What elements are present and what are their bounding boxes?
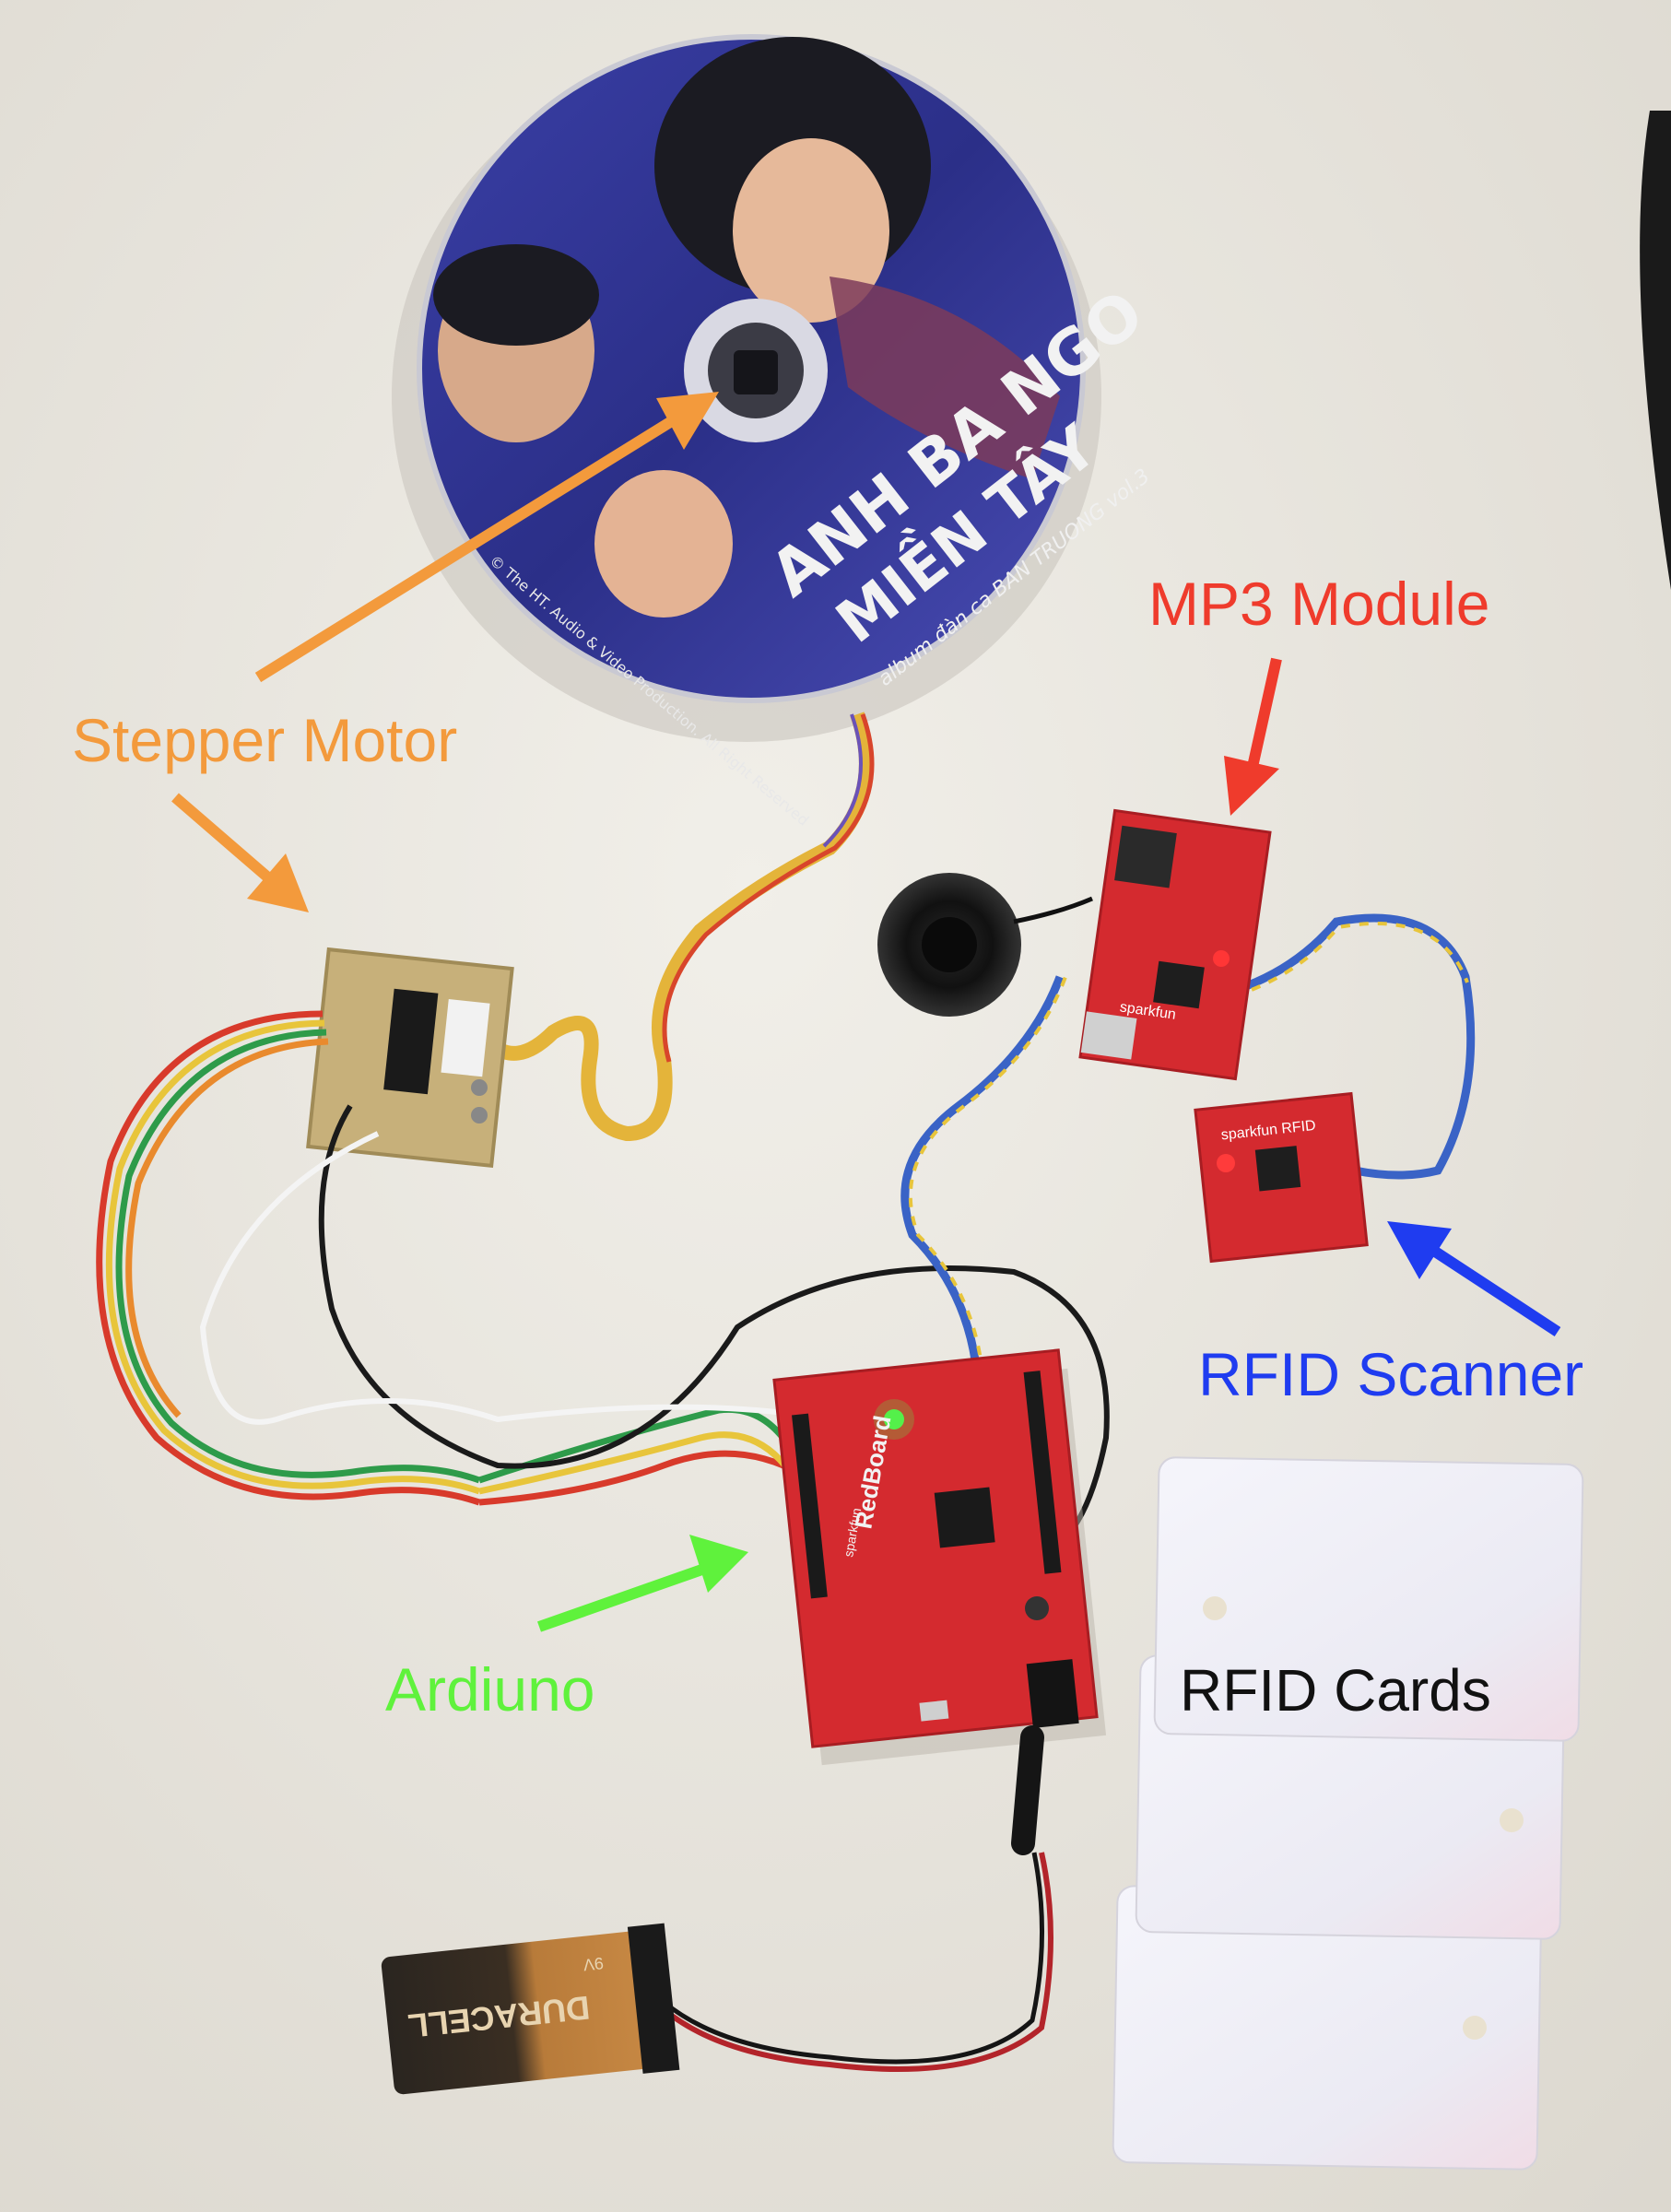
- card-sticker-1: [1203, 1596, 1227, 1620]
- arduino-header-right: [1023, 1371, 1062, 1574]
- ribbon-cable-yellow: [105, 1019, 481, 1495]
- arduino-usb-port: [919, 1700, 949, 1722]
- black-wire: [318, 1104, 1110, 1551]
- arduino-power-jack: [1026, 1659, 1079, 1728]
- mp3-status-led: [1213, 950, 1230, 967]
- stepper-motor-label: Stepper Motor: [72, 706, 458, 774]
- arduino-label: Ardiuno: [385, 1655, 595, 1724]
- rfid-scanner-arrow-icon: [1387, 1221, 1561, 1337]
- driver-connector: [441, 999, 490, 1077]
- cd-figure-2-hair: [433, 244, 599, 346]
- qwiic-cable-mp3: [900, 975, 1065, 1374]
- arduino-power-led: [884, 1409, 904, 1430]
- arduino-header-left: [792, 1413, 828, 1599]
- mp3-usb: [1080, 1011, 1137, 1060]
- motor-cable: [483, 712, 874, 1142]
- card-sticker-3: [1463, 2016, 1487, 2040]
- driver-chip: [383, 988, 439, 1095]
- battery-wire-black: [662, 1852, 1044, 2065]
- battery-9v: [381, 1929, 669, 2095]
- rfid-chip: [1254, 1146, 1301, 1192]
- qwiic-cable-rfid: [1215, 913, 1476, 1180]
- driver-led-2: [471, 1107, 488, 1124]
- card-sticker-2: [1500, 1808, 1524, 1832]
- rfid-status-led: [1217, 1154, 1235, 1172]
- ribbon-cable-red: [96, 1010, 481, 1506]
- stepper-driver-arrow-icon: [171, 793, 309, 912]
- rfid-card-1: [1153, 1456, 1584, 1742]
- cd-rim: [417, 34, 1086, 703]
- dark-object-edge: [1640, 111, 1671, 590]
- arduino-capacitor: [1025, 1596, 1049, 1620]
- stepper-motor-arrow-icon: [254, 392, 719, 683]
- ribbon-cable-green: [115, 1029, 481, 1484]
- cd-figure-3: [594, 470, 733, 618]
- mp3-module-arrow-icon: [1224, 657, 1282, 816]
- arduino-arrow-icon: [537, 1535, 748, 1632]
- rfid-scanner-label: RFID Scanner: [1198, 1340, 1584, 1408]
- cd-figure-1-face: [733, 138, 889, 323]
- arduino-board: [772, 1348, 1099, 1748]
- barrel-plug: [1011, 1725, 1044, 1855]
- mp3-jack: [1114, 825, 1177, 888]
- mp3-chip: [1153, 960, 1205, 1009]
- ribbon-cable-orange: [125, 1038, 329, 1418]
- motor-shaft: [734, 350, 778, 394]
- mp3-module-label: MP3 Module: [1148, 570, 1490, 638]
- battery-top: [627, 1923, 680, 2074]
- rfid-cards-label: RFID Cards: [1180, 1657, 1491, 1724]
- battery-wire-red: [662, 1852, 1053, 2072]
- arduino-mcu: [934, 1487, 995, 1548]
- battery-voltage: 9V: [582, 1954, 605, 1974]
- driver-led-1: [471, 1079, 488, 1096]
- cd-shirt: [830, 276, 1060, 479]
